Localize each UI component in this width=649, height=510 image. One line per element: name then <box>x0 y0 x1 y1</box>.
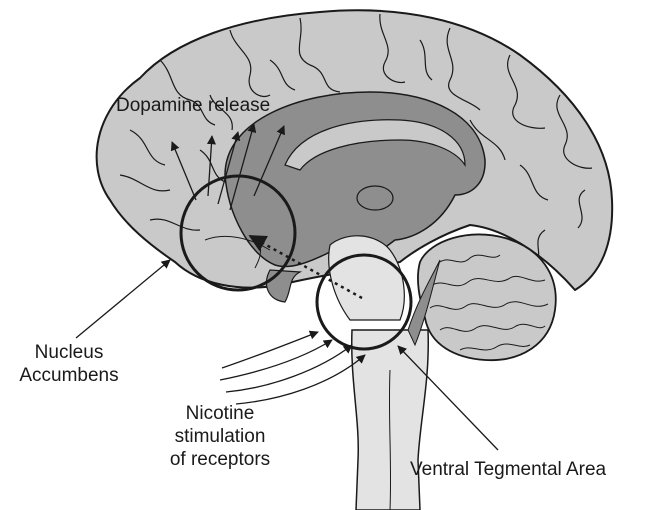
vta-label: Ventral Tegmental Area <box>410 458 606 481</box>
thalamus <box>357 186 393 210</box>
nicotine-label: Nicotine stimulation of receptors <box>150 402 290 471</box>
hypothalamus <box>266 270 300 302</box>
dopamine-release-label: Dopamine release <box>116 94 270 117</box>
nucleus-accumbens-leader <box>76 260 170 338</box>
cerebellum <box>418 234 556 360</box>
nucleus-accumbens-label: Nucleus Accumbens <box>14 341 124 387</box>
